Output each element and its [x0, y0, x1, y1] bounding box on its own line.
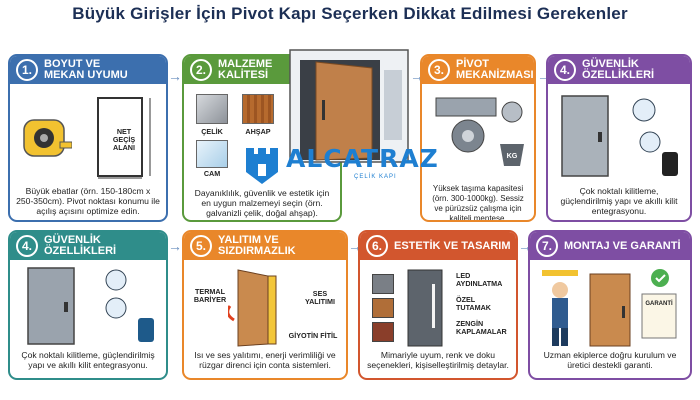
glass-label: CAM — [203, 169, 221, 178]
door-frame-icon — [97, 97, 151, 179]
card-header: 5. YALITIM VE SIZDIRMAZLIK — [184, 232, 346, 260]
card-size-fit: 1. BOYUT VE MEKAN UYUMU NET GEÇİŞ ALANI … — [8, 54, 168, 222]
card-header: 1. BOYUT VE MEKAN UYUMU — [10, 56, 166, 84]
sound-insulation-label: SES YALITIMI — [304, 289, 336, 306]
secure-door-icon — [561, 95, 678, 177]
card-title: MONTAJ VE GARANTİ — [564, 239, 681, 252]
brand-tagline: ÇELİK KAPI — [354, 174, 397, 180]
card-description: Dayanıklılık, güvenlik ve estetik için e… — [194, 188, 330, 218]
warranty-certificate-label: GARANTİ — [645, 301, 673, 307]
arrow-right-icon: → — [168, 68, 182, 84]
card-description: Isı ve ses yalıtımı, enerji verimliliği … — [194, 350, 336, 370]
step-number: 1. — [16, 59, 38, 81]
guillotine-seal-label: GİYOTİN FİTİL — [288, 331, 338, 340]
step-number: 5. — [190, 235, 212, 257]
card-title: GÜVENLİK ÖZELLİKLERİ — [44, 234, 117, 257]
arrow-right-icon: → — [168, 238, 182, 254]
steel-label: ÇELİK — [201, 127, 223, 136]
designer-door-icon — [407, 269, 443, 347]
card-security-bottom: 4. GÜVENLİK ÖZELLİKLERİ Çok noktalı kili… — [8, 230, 168, 380]
step-number: 2. — [190, 59, 212, 81]
led-lighting-label: LED AYDINLATMA — [456, 271, 503, 288]
page-title: Büyük Girişler İçin Pivot Kapı Seçerken … — [72, 4, 628, 23]
secure-door-icon — [27, 267, 154, 345]
card-description: Büyük ebatlar (örn. 150-180cm x 250-350c… — [16, 186, 160, 216]
weight-label: KG — [506, 151, 518, 160]
tape-measure-icon — [23, 119, 72, 157]
card-header: 3. PİVOT MEKANİZMASI — [422, 56, 534, 84]
finish-swatch-2 — [372, 298, 394, 318]
castle-logo-icon — [246, 148, 278, 184]
card-security-top: 4. GÜVENLİK ÖZELLİKLERİ Çok noktalı kili… — [546, 54, 692, 222]
card-title: YALITIM VE SIZDIRMAZLIK — [218, 234, 296, 257]
pivot-hinge-icon — [435, 97, 524, 166]
card-title: BOYUT VE MEKAN UYUMU — [44, 58, 128, 81]
net-passage-label: NET GEÇİŞ ALANI — [112, 127, 136, 152]
card-aesthetics: 6. ESTETİK VE TASARIM LED AYDINLATMA ÖZE… — [358, 230, 518, 380]
pivot-door-illustration — [289, 49, 409, 163]
brand-logo: ALCATRAZ ÇELİK KAPI — [234, 142, 452, 190]
card-header: 4. GÜVENLİK ÖZELLİKLERİ — [10, 232, 166, 260]
step-number: 4. — [16, 235, 38, 257]
custom-handle-label: ÖZEL TUTAMAK — [456, 295, 491, 312]
finish-swatch-3 — [372, 322, 394, 342]
card-title: ESTETİK VE TASARIM — [394, 239, 511, 252]
rich-finishes-label: ZENGİN KAPLAMALAR — [456, 319, 507, 336]
card-header: 4. GÜVENLİK ÖZELLİKLERİ — [548, 56, 690, 84]
wood-label: AHŞAP — [245, 127, 271, 136]
card-title: PİVOT MEKANİZMASI — [456, 58, 534, 81]
wood-swatch — [242, 94, 274, 124]
step-number: 6. — [366, 235, 388, 257]
insulated-door-icon — [228, 269, 277, 347]
finish-swatch-1 — [372, 274, 394, 294]
step-number: 7. — [536, 235, 558, 257]
step-number: 4. — [554, 59, 576, 81]
card-description: Mimariyle uyum, renk ve doku seçenekleri… — [367, 350, 509, 370]
card-title: MALZEME KALİTESİ — [218, 58, 273, 81]
card-header: 6. ESTETİK VE TASARIM — [360, 232, 516, 260]
card-description: Uzman ekiplerce doğru kurulum ve üretici… — [543, 350, 677, 370]
steel-swatch — [196, 94, 228, 124]
card-header: 7. MONTAJ VE GARANTİ — [530, 232, 690, 260]
thermal-barrier-label: TERMAL BARİYER — [193, 287, 227, 304]
installer-icon — [542, 269, 677, 347]
step-number: 3. — [428, 59, 450, 81]
card-installation-warranty: 7. MONTAJ VE GARANTİ GARANTİ Uzman ekipl… — [528, 230, 692, 380]
card-description: Çok noktalı kilitleme, güçlendirilmiş ya… — [21, 350, 155, 370]
card-description: Yüksek taşıma kapasitesi (örn. 300-1000k… — [432, 184, 524, 222]
card-pivot-mechanism: 3. PİVOT MEKANİZMASI KG Yüksek taşıma ka… — [420, 54, 536, 222]
glass-swatch — [196, 140, 228, 168]
card-insulation: 5. YALITIM VE SIZDIRMAZLIK TERMAL BARİYE… — [182, 230, 348, 380]
card-title: GÜVENLİK ÖZELLİKLERİ — [582, 58, 655, 81]
card-description: Çok noktalı kilitleme, güçlendirilmiş ya… — [560, 186, 678, 216]
brand-name: ALCATRAZ — [286, 144, 439, 173]
